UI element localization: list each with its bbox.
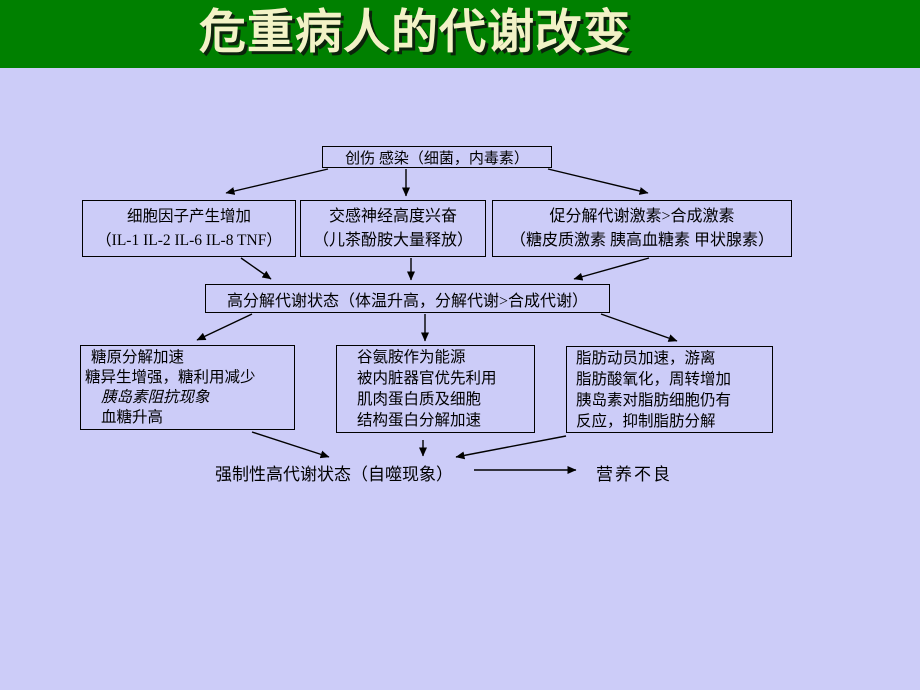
node-text-line: 糖异生增强，糖利用减少 [85,368,256,386]
node-text-line: 糖原分解加速 [91,348,185,366]
node-trauma-infection: 创伤 感染（细菌，内毒素） [322,146,552,168]
node-text-line: 脂肪酸氧化，周转增加 [576,370,732,388]
title-bar: 危重病人的代谢改变 [0,0,920,68]
arrow-glucose-to-forced [251,431,330,459]
node-text-line: 脂肪动员加速，游离 [576,349,716,367]
slide-title: 危重病人的代谢改变 [199,7,631,59]
node-text-line: 高分解代谢状态（体温升高，分解代谢>合成代谢） [226,292,589,310]
arrow-hormones-to-hyper [573,257,650,281]
arrow-cytokines-to-hyper [240,257,272,280]
node-text-line: 胰岛素对脂肪细胞仍有 [576,391,732,409]
node-catabolic-hormones: 促分解代谢激素>合成激素 （糖皮质激素 胰高血糖素 甲状腺素） [492,200,792,257]
node-text-line: （糖皮质激素 胰高血糖素 甲状腺素） [509,231,774,249]
node-text-line: 交感神经高度兴奋 [328,207,457,225]
node-text-line: 细胞因子产生增加 [126,207,251,225]
label-malnutrition: 营养不良 [596,465,672,484]
node-glutamine-protein: 谷氨胺作为能源 被内脏器官优先利用 肌肉蛋白质及细胞 结构蛋白分解加速 [336,345,535,433]
node-text-line: 血糖升高 [101,408,164,426]
arrow-trauma-to-cytokines [225,168,329,195]
node-text-line: （IL-1 IL-2 IL-6 IL-8 TNF） [96,231,282,249]
node-hypercatabolic-state: 高分解代谢状态（体温升高，分解代谢>合成代谢） [205,284,610,313]
arrow-trauma-to-hormones [547,168,649,195]
node-text-line: 结构蛋白分解加速 [357,412,482,429]
node-text-line: 肌肉蛋白质及细胞 [357,391,482,408]
node-text-line: 胰岛素阻抗现象 [101,388,210,406]
node-text-line: （儿茶酚胺大量释放） [312,231,473,249]
node-text-line: 创伤 感染（细菌，内毒素） [345,150,529,167]
node-text-line: 谷氨胺作为能源 [357,349,466,366]
node-text-line: 被内脏器官优先利用 [357,370,497,387]
node-cytokines: 细胞因子产生增加 （IL-1 IL-2 IL-6 IL-8 TNF） [82,200,296,257]
node-text-line: 反应，抑制脂肪分解 [576,412,716,430]
node-fat-metabolism: 脂肪动员加速，游离 脂肪酸氧化，周转增加 胰岛素对脂肪细胞仍有 反应，抑制脂肪分… [566,346,773,433]
node-text-line: 促分解代谢激素>合成激素 [549,207,735,225]
arrow-fat-to-forced [455,435,567,460]
node-sympathetic-excitation: 交感神经高度兴奋 （儿茶酚胺大量释放） [300,200,486,257]
arrow-hyper-to-glucose [196,313,253,341]
arrow-hyper-to-fat [600,313,678,342]
label-forced-hypermetabolism: 强制性高代谢状态（自噬现象） [215,465,453,484]
node-glucose-metabolism: 糖原分解加速 糖异生增强，糖利用减少 胰岛素阻抗现象 血糖升高 [80,345,295,430]
